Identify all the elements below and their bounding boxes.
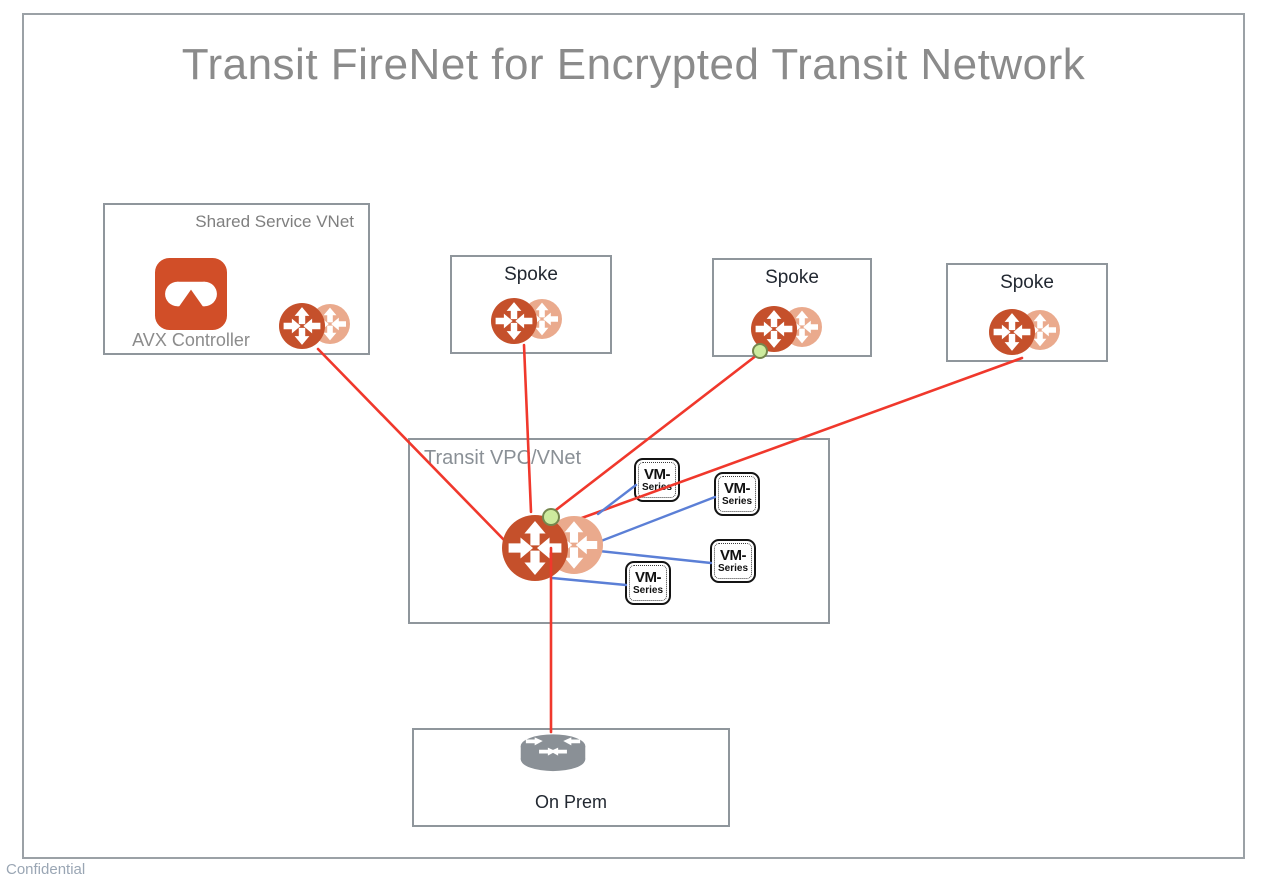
vm-series-firewall-2: VM- Series [714, 472, 760, 516]
vm-series-label-line2: Series [717, 563, 749, 574]
shared-service-vnet-box: Shared Service VNet [103, 203, 370, 355]
vm-series-label-line1: VM- [635, 569, 662, 586]
spoke-2-label: Spoke [765, 267, 819, 288]
transit-vpc-vnet-box: Transit VPC/VNet [408, 438, 830, 624]
avx-controller-label: AVX Controller [132, 330, 250, 350]
vm-series-firewall-1: VM- Series [634, 458, 680, 502]
shared-service-gateway-icon [279, 303, 351, 351]
vm-series-label-line1: VM- [644, 466, 671, 483]
vm-series-firewall-3: VM- Series [710, 539, 756, 583]
confidential-watermark: Confidential [6, 861, 86, 878]
shared-service-vnet-label: Shared Service VNet [195, 212, 354, 231]
diagram-title: Transit FireNet for Encrypted Transit Ne… [181, 40, 1086, 89]
spoke-3-label: Spoke [1000, 272, 1054, 293]
spoke-3-gateway-icon [989, 309, 1061, 357]
vm-series-firewall-4: VM- Series [625, 561, 671, 605]
on-prem-label: On Prem [534, 792, 608, 812]
vm-series-label-line2: Series [721, 496, 753, 507]
vm-series-label-line1: VM- [720, 547, 747, 564]
on-prem-router-icon [509, 731, 597, 773]
spoke-1-gateway-icon [491, 298, 563, 346]
avx-controller-icon [155, 258, 227, 330]
vm-series-label-line2: Series [641, 482, 673, 493]
spoke-2-status-dot [752, 343, 768, 359]
vm-series-label-line2: Series [632, 585, 664, 596]
transit-status-dot [542, 508, 560, 526]
vm-series-label-line1: VM- [724, 480, 751, 497]
transit-vpc-vnet-label: Transit VPC/VNet [424, 447, 582, 469]
spoke-1-label: Spoke [504, 264, 558, 285]
